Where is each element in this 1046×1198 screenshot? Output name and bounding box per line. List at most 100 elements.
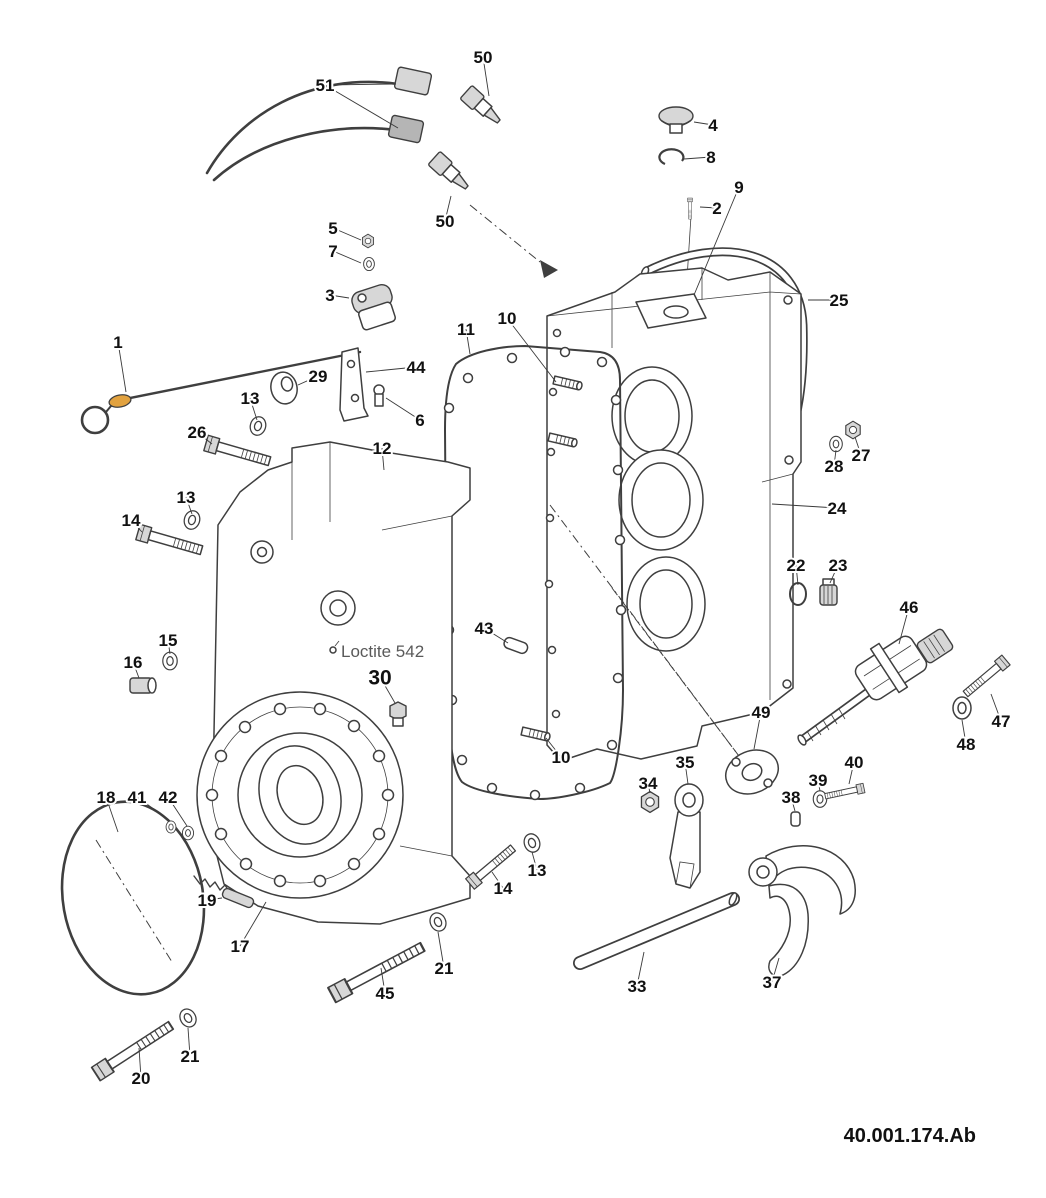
dowel-bushing-43 (503, 636, 529, 655)
leader-line (545, 737, 562, 758)
callout-37: 37 (763, 973, 782, 992)
alignment-axis-line (549, 504, 749, 769)
loctite-marker-icon (329, 640, 340, 654)
callout-47: 47 (992, 712, 1011, 731)
detent-spring-19 (193, 875, 231, 894)
dipstick (80, 350, 362, 435)
input-shaft-assembly (797, 628, 954, 746)
washer-21-b (176, 1005, 200, 1031)
leader-line (482, 56, 490, 97)
shaft-end-cap (916, 628, 954, 664)
leader-line (385, 397, 421, 421)
callout-51: 51 (316, 76, 335, 95)
washer-28 (829, 435, 843, 453)
leader-line (684, 761, 689, 785)
washer-13-b (181, 508, 203, 532)
leader-line (332, 250, 362, 264)
callout-1: 1 (113, 333, 122, 352)
pin-38 (790, 811, 801, 827)
callout-29: 29 (309, 367, 328, 386)
leader-line (105, 796, 119, 833)
callout-39: 39 (809, 771, 828, 790)
callout-2: 2 (712, 199, 721, 218)
vent-plug (687, 197, 693, 220)
callout-45: 45 (376, 984, 395, 1003)
callout-3: 3 (325, 286, 334, 305)
washer-42 (181, 825, 195, 841)
nut-27 (845, 420, 861, 440)
leader-line (380, 967, 386, 994)
knurled-plug-23 (819, 578, 838, 606)
leader-line (771, 957, 780, 983)
leader-line (444, 195, 452, 222)
callout-4: 4 (708, 116, 718, 135)
cam-washer-29 (270, 371, 298, 405)
leader-line (379, 676, 396, 704)
bolt-40 (823, 782, 866, 802)
drawing-number: 40.001.174.Ab (844, 1125, 976, 1147)
leader-line (753, 711, 762, 750)
leader-line (771, 503, 838, 509)
leader-line (130, 519, 143, 533)
callout-19: 19 (198, 891, 217, 910)
leader-line (365, 366, 417, 373)
sensor-aim-line (469, 204, 541, 263)
leader-line (491, 871, 504, 889)
callout-43: 43 (475, 619, 494, 638)
callout-48: 48 (957, 735, 976, 754)
callout-10: 10 (498, 309, 517, 328)
bolt-47 (960, 654, 1011, 700)
callout-23: 23 (829, 556, 848, 575)
leader-line (196, 431, 213, 445)
callout-loctite-542: Loctite 542 (341, 642, 424, 661)
callout-49: 49 (752, 703, 771, 722)
front-housing (196, 441, 471, 925)
callout-27: 27 (852, 446, 871, 465)
callout-leader-lines (105, 56, 1002, 1079)
leader-line (167, 639, 171, 655)
callout-10: 10 (552, 748, 571, 767)
leader-line (636, 951, 645, 987)
callout-18: 18 (97, 788, 116, 807)
leader-line (329, 294, 350, 299)
callout-38: 38 (782, 788, 801, 807)
o-ring-18 (60, 800, 206, 996)
leader-line (187, 1027, 191, 1057)
leader-line (790, 796, 796, 812)
callout-9: 9 (734, 178, 743, 197)
leader-line (693, 121, 714, 126)
screw-5 (361, 233, 375, 249)
bolt-26 (203, 434, 273, 470)
connector-plug-lower (387, 114, 425, 144)
leader-line (817, 779, 821, 792)
leader-line (132, 661, 140, 679)
stud-10-bottom (520, 726, 552, 743)
leader-line (167, 796, 188, 827)
callout-8: 8 (706, 148, 715, 167)
shift-rod-33 (573, 892, 740, 970)
detent-pin-17 (221, 887, 255, 909)
washer-13-a (247, 414, 269, 438)
callout-44: 44 (407, 358, 426, 377)
o-ring-axis-line (95, 839, 173, 963)
callout-40: 40 (845, 753, 864, 772)
callout-34: 34 (639, 774, 658, 793)
washer-41 (165, 820, 177, 834)
callout-16: 16 (124, 653, 143, 672)
callout-6: 6 (415, 411, 424, 430)
leader-line (332, 227, 362, 241)
leader-line (683, 156, 712, 160)
callout-50: 50 (436, 212, 455, 231)
callout-14: 14 (494, 879, 513, 898)
callout-22: 22 (787, 556, 806, 575)
screw-plug-30 (389, 701, 407, 727)
leader-line (699, 206, 718, 209)
dipstick-loop (80, 405, 110, 435)
leader-line (848, 761, 855, 785)
leader-line (898, 606, 910, 645)
callout-12: 12 (373, 439, 392, 458)
leader-line (990, 693, 1002, 722)
